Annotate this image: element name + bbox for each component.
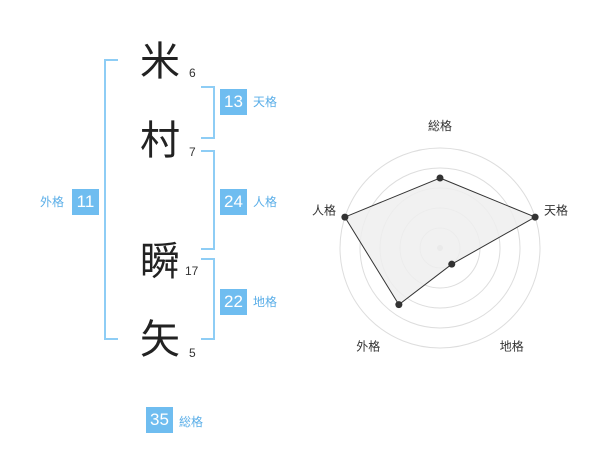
- radar-area: [344, 177, 537, 306]
- radar-axis-label-1: 総格: [428, 118, 452, 133]
- tenkaku-label: 天格: [253, 95, 278, 109]
- radar-point-3: [448, 260, 456, 268]
- radar-axis-label-3: 地格: [500, 339, 524, 354]
- tenkaku-bracket: [201, 86, 215, 139]
- gaikaku-value: 11: [72, 189, 99, 215]
- radar-axis-label-2: 天格: [544, 202, 568, 217]
- name-char-4: 矢: [140, 317, 180, 363]
- radar-point-4: [395, 301, 403, 309]
- jinkaku-label: 人格: [253, 195, 278, 209]
- stroke-count-1: 6: [189, 66, 196, 80]
- radar-ring-4: [359, 167, 521, 329]
- gaikaku-label: 外格: [40, 195, 65, 209]
- stroke-count-3: 17: [185, 264, 199, 278]
- chikaku-label: 地格: [253, 295, 278, 309]
- name-char-3: 瞬: [140, 239, 180, 285]
- tenkaku-value: 13: [220, 89, 247, 115]
- stroke-count-2: 7: [189, 145, 196, 159]
- name-char-1: 米: [140, 39, 180, 85]
- gaikaku-bracket: [104, 59, 118, 340]
- radar-point-5: [341, 213, 349, 221]
- radar-ring-5: [339, 147, 541, 349]
- stroke-count-4: 5: [189, 346, 196, 360]
- radar-axis-label-5: 人格: [312, 202, 336, 217]
- jinkaku-bracket: [201, 150, 215, 250]
- radar-axis-label-4: 外格: [356, 339, 380, 354]
- chikaku-value: 22: [220, 289, 247, 315]
- soukaku-value: 35: [146, 407, 173, 433]
- name-char-2: 村: [140, 118, 180, 164]
- chikaku-bracket: [201, 258, 215, 340]
- radar-point-1: [436, 174, 444, 182]
- radar-point-2: [531, 213, 539, 221]
- soukaku-label: 総格: [179, 415, 204, 429]
- jinkaku-value: 24: [220, 189, 247, 215]
